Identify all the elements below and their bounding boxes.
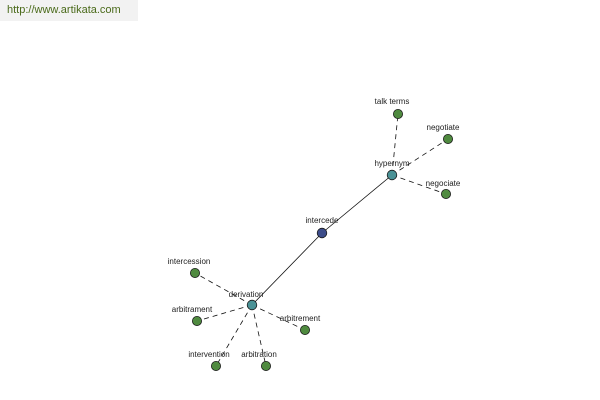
node-label-negociate: negociate [426,179,461,188]
nodes-layer: intercede hypernym derivation talk terms neg… [168,97,461,371]
node-label-intercede: intercede [306,216,339,225]
edge-intercede-derivation [251,232,323,306]
edge-derivation-arbitrament [196,304,253,322]
edge-derivation-arbitration [251,304,267,367]
node-talk-terms[interactable]: talk terms [375,97,410,120]
node-label-talk-terms: talk terms [375,97,410,106]
node-circle-negotiate[interactable] [442,133,453,144]
node-circle-arbitrement[interactable] [299,324,310,335]
node-negotiate[interactable]: negotiate [427,123,460,144]
edges-layer [194,113,449,367]
edge-hypernym-talk-terms [391,113,399,176]
edge-derivation-intercession [194,272,253,306]
node-circle-intercession[interactable] [189,267,200,278]
node-intervention[interactable]: intervention [188,350,230,371]
node-label-derivation: derivation [229,290,264,299]
node-circle-negociate[interactable] [440,188,451,199]
node-circle-talk-terms[interactable] [392,109,403,120]
node-circle-arbitrament[interactable] [191,315,202,326]
node-derivation[interactable]: derivation [229,290,264,311]
source-link[interactable]: http://www.artikata.com [0,0,138,21]
node-label-intercession: intercession [168,257,211,266]
node-arbitrement[interactable]: arbitrement [280,314,321,335]
node-circle-derivation[interactable] [246,299,258,311]
node-intercede[interactable]: intercede [306,216,339,239]
node-label-arbitrement: arbitrement [280,314,321,323]
node-intercession[interactable]: intercession [168,257,211,278]
node-label-negotiate: negotiate [427,123,460,132]
node-arbitration[interactable]: arbitration [241,350,277,371]
node-circle-arbitration[interactable] [260,360,271,371]
edge-intercede-hypernym [321,174,393,234]
node-label-hypernym: hypernym [374,159,409,168]
edge-derivation-intervention [215,304,253,367]
node-label-arbitrament: arbitrament [172,305,213,314]
edge-derivation-arbitrement [251,304,306,331]
node-arbitrament[interactable]: arbitrament [172,305,213,326]
node-circle-intercede[interactable] [316,227,328,239]
node-label-arbitration: arbitration [241,350,277,359]
edge-hypernym-negociate [391,174,447,195]
edge-hypernym-negotiate [391,138,449,176]
node-circle-intervention[interactable] [210,360,221,371]
node-circle-hypernym[interactable] [386,169,398,181]
node-label-intervention: intervention [188,350,229,359]
node-negociate[interactable]: negociate [426,179,461,199]
node-hypernym[interactable]: hypernym [374,159,410,181]
